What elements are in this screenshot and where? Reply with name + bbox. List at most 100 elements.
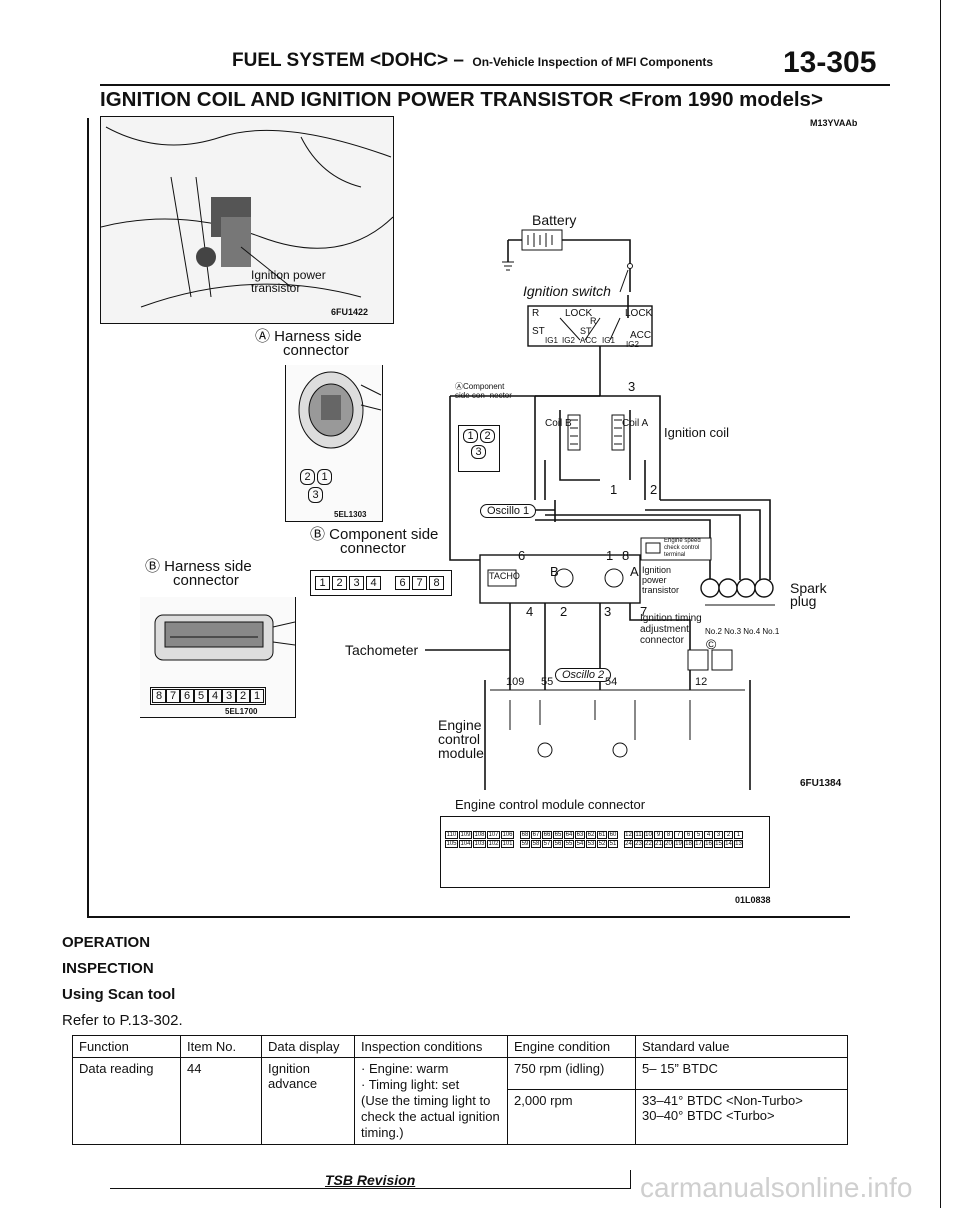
table-row: Data reading 44 Ignition advance · Engin…: [72, 1056, 848, 1145]
ecm-cell: 8: [664, 831, 673, 839]
ecm-cell: 56: [553, 840, 563, 848]
ecm-cell: 1: [734, 831, 743, 839]
pin-num-2b: 2: [560, 604, 568, 619]
col-inspection-conditions: Inspection conditions: [354, 1035, 508, 1058]
component-a-connector: 1 2 3: [458, 425, 500, 472]
switch-label-st: ST: [532, 326, 545, 337]
wiring-diagram: [425, 229, 775, 790]
switch-label-r2: R: [590, 316, 597, 326]
ecm-cell: 109: [459, 831, 472, 839]
ignition-switch-symbol: [527, 262, 653, 365]
pin-num-2: 2: [650, 482, 658, 497]
pin-num-b: B: [550, 564, 559, 579]
ecm-cell: 15: [714, 840, 723, 848]
component-b-pin: 1: [315, 576, 330, 590]
ecm-connector-label: Engine control module connector: [455, 797, 646, 812]
oscillo-1-label: Oscillo 1: [480, 504, 537, 518]
cell-standard-idle: 5– 15” BTDC: [635, 1056, 848, 1091]
ecm-cell: 16: [704, 840, 713, 848]
header-rule: [100, 84, 890, 86]
ecm-cell: 101: [501, 840, 514, 848]
ecm-cell: 62: [586, 831, 596, 839]
ecm-cell: 10: [644, 831, 653, 839]
harness-b-pin: 3: [222, 689, 236, 703]
ecm-cell: 68: [520, 831, 530, 839]
left-margin-rule: [87, 118, 89, 918]
harness-a-code: 5EL1303: [334, 510, 367, 519]
harness-b-pin: 1: [250, 689, 264, 703]
component-b-pin: 7: [412, 576, 427, 590]
ecm-symbol: [484, 680, 751, 790]
ecm-cell: 7: [674, 831, 683, 839]
ecm-cell: 20: [664, 840, 673, 848]
coil-b-label: Coil B: [545, 418, 572, 429]
harness-b-pin: 4: [208, 689, 222, 703]
right-margin-rule: [940, 0, 941, 1208]
ecm-cell: 24: [624, 840, 633, 848]
pin-num-3b: 3: [604, 604, 612, 619]
ignition-coil-symbol: [534, 395, 661, 500]
operation-heading: OPERATION: [62, 934, 151, 951]
ecm-cell: 60: [608, 831, 618, 839]
refer-text: Refer to P.13-302.: [62, 1012, 183, 1029]
ecm-cell: 22: [644, 840, 653, 848]
engine-speed-label: Engine speed check control terminal: [664, 538, 701, 558]
power-transistor-symbol: [479, 554, 641, 604]
transistor-photo: Ignition power transistor 6FU1422: [100, 116, 394, 324]
oscillo-2-label: Oscillo 2: [555, 668, 612, 682]
timing-connector-symbol: [687, 649, 733, 671]
ecm-cell: 6: [684, 831, 693, 839]
ecm-cell: 66: [542, 831, 552, 839]
switch-label-ig2: IG2: [562, 336, 575, 345]
switch-label-st2: ST: [580, 326, 592, 336]
component-b-pin: 8: [429, 576, 444, 590]
plug-numbers-label: No.2 No.3 No.4 No.1: [705, 627, 780, 636]
photo-label: Ignition power transistor: [251, 268, 326, 295]
coil-a-label: Coil A: [622, 418, 649, 429]
harness-a-photo: 2 1 3 5EL1303: [285, 365, 383, 522]
pin-num-1: 1: [610, 482, 618, 497]
pin-num-1b: 1: [606, 548, 614, 563]
component-b-pin: 3: [349, 576, 364, 590]
battery-symbol: [502, 229, 631, 271]
watermark: carmanualsonline.info: [640, 1172, 913, 1203]
cell-standard-2000: 33–41° BTDC <Non-Turbo> 30–40° BTDC <Tur…: [635, 1089, 848, 1145]
ecm-group-2: 68 67 66 65 64 63 62 61 60 59 58 57 56 5…: [520, 831, 618, 887]
cell-item-no: 44: [180, 1057, 262, 1145]
harness-a-sketch: [298, 371, 382, 449]
switch-label-acc: ACC: [580, 336, 597, 345]
refer-text-value: Refer to P.13-302.: [62, 1012, 183, 1029]
power-transistor-label: Ignition power transistor: [642, 565, 680, 595]
section-title: FUEL SYSTEM <DOHC> –: [232, 50, 464, 71]
ecm-cell: 54: [575, 840, 585, 848]
table-header-row: Function Item No. Data display Inspectio…: [72, 1035, 848, 1058]
harness-a-pin: 2: [300, 469, 315, 485]
ecm-cell: 110: [445, 831, 458, 839]
ignition-switch-label: Ignition switch: [523, 283, 611, 299]
component-b-connector: 1 2 3 4 6 7 8: [310, 570, 452, 596]
standard-non-turbo: 33–41° BTDC <Non-Turbo>: [642, 1093, 803, 1109]
ecm-label: Engine control module: [438, 717, 484, 761]
condition-note: (Use the timing light to check the actua…: [361, 1093, 500, 1140]
harness-b-photo: 8 7 6 5 4 3 2 1 5EL1700: [140, 597, 296, 718]
ecm-cell: 53: [586, 840, 596, 848]
harness-b-subtitle: connector: [173, 572, 239, 589]
switch-label-lock2: LOCK: [625, 308, 653, 319]
pin-num-8: 8: [622, 548, 630, 563]
ecm-group-3: 12 11 10 9 8 7 6 5 4 3 2 1 24 23 22 21 2…: [624, 831, 743, 887]
ecm-cell: 2: [724, 831, 733, 839]
tsb-revision-box: [110, 1170, 631, 1189]
harness-b-pin: 6: [180, 689, 194, 703]
ecm-cell: 103: [473, 840, 486, 848]
ecm-cell: 59: [520, 840, 530, 848]
inspection-heading: INSPECTION: [62, 960, 154, 977]
pin-num-6: 6: [518, 548, 526, 563]
cell-data-display: Ignition advance: [261, 1057, 355, 1145]
cell-engine-condition-2000: 2,000 rpm: [507, 1089, 636, 1145]
cell-inspection-conditions: · Engine: warm · Timing light: set (Use …: [354, 1057, 508, 1145]
component-a-pin: 1: [463, 429, 478, 443]
cell-engine-condition-idle: 750 rpm (idling): [507, 1056, 636, 1091]
harness-b-sketch: [154, 614, 296, 661]
harness-b-pin: 5: [194, 689, 208, 703]
ignition-coil-label: Ignition coil: [664, 425, 730, 440]
